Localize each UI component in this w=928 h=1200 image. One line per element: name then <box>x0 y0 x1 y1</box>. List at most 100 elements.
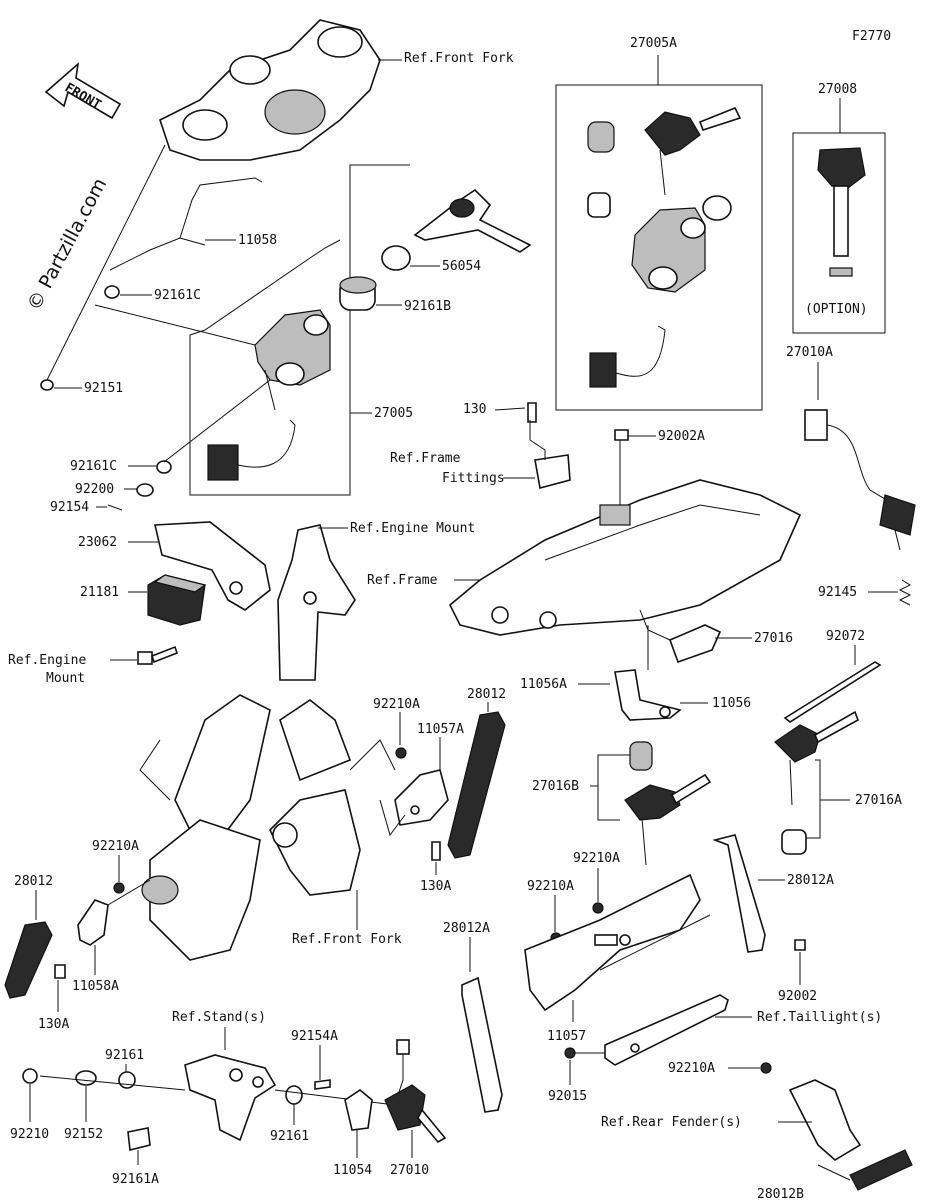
part-27016b <box>624 741 712 866</box>
label-92151: 92151 <box>84 381 123 396</box>
watermark-text: © Partzilla.com <box>23 175 111 315</box>
label-92161a: 92161A <box>112 1172 159 1187</box>
label-ref-engine-mount-left-2: Mount <box>46 671 85 686</box>
label-27005a: 27005A <box>630 36 677 51</box>
label-92200: 92200 <box>75 482 114 497</box>
part-11056 <box>614 669 682 721</box>
part-92161c-top <box>104 285 120 299</box>
part-28012a-left <box>461 976 503 1113</box>
part-92200 <box>136 483 154 497</box>
part-11057a <box>394 769 449 826</box>
part-27005-connector <box>207 419 296 481</box>
label-11058a: 11058A <box>72 979 119 994</box>
part-56054 <box>381 245 411 271</box>
frame-fittings-bracket <box>534 454 571 489</box>
part-27005a-contents <box>587 106 742 388</box>
part-92002a <box>614 429 629 441</box>
label-92210a-d: 92210A <box>668 1061 715 1076</box>
part-130a-mid <box>431 841 441 861</box>
part-130 <box>527 402 537 423</box>
label-11057: 11057 <box>547 1029 586 1044</box>
label-ref-engine-mount: Ref.Engine Mount <box>350 521 475 536</box>
label-11054: 11054 <box>333 1163 372 1178</box>
label-92002: 92002 <box>778 989 817 1004</box>
engine-mount-plate <box>277 524 356 681</box>
label-27016a: 27016A <box>855 793 902 808</box>
part-92151 <box>40 379 54 391</box>
part-92015 <box>564 1047 576 1059</box>
part-28012b <box>849 1149 913 1191</box>
label-92161-b: 92161 <box>270 1129 309 1144</box>
label-27016: 27016 <box>754 631 793 646</box>
label-92154a: 92154A <box>291 1029 338 1044</box>
label-56054: 56054 <box>442 259 481 274</box>
label-11057a: 11057A <box>417 722 464 737</box>
label-11058: 11058 <box>238 233 277 248</box>
side-stand <box>184 1054 277 1142</box>
label-92210a-c: 92210A <box>527 879 574 894</box>
part-27010 <box>384 1039 447 1144</box>
label-92210: 92210 <box>10 1127 49 1142</box>
label-92210a-b: 92210A <box>573 851 620 866</box>
label-28012-left: 28012 <box>14 874 53 889</box>
part-92161-b <box>285 1085 303 1105</box>
upper-triple-clamp <box>159 19 381 161</box>
diagram-id: F2770 <box>852 29 891 44</box>
label-28012-top: 28012 <box>467 687 506 702</box>
label-ref-frame-fittings-1: Ref.Frame <box>390 451 461 466</box>
box-27008 <box>792 132 886 334</box>
part-11058a <box>77 899 109 946</box>
label-ref-front-fork-top: Ref.Front Fork <box>404 51 514 66</box>
label-28012a-left: 28012A <box>443 921 490 936</box>
part-engine-mount-bolt <box>137 645 178 665</box>
part-92161-a <box>118 1071 136 1089</box>
part-92154a <box>314 1079 331 1090</box>
label-130: 130 <box>463 402 486 417</box>
rear-fender <box>788 1079 862 1161</box>
label-92145: 92145 <box>818 585 857 600</box>
option-text: (OPTION) <box>805 302 868 317</box>
part-23062 <box>154 521 271 611</box>
label-27010: 27010 <box>390 1163 429 1178</box>
part-11058 <box>109 177 263 271</box>
label-23062: 23062 <box>78 535 117 550</box>
label-92161c: 92161C <box>70 459 117 474</box>
part-28012-left <box>4 921 53 999</box>
taillight-bracket <box>604 994 729 1066</box>
label-28012a-right: 28012A <box>787 873 834 888</box>
label-92161b: 92161B <box>404 299 451 314</box>
part-92210a-d <box>760 1062 772 1074</box>
part-27008-key <box>817 147 866 277</box>
label-11056a: 11056A <box>520 677 567 692</box>
part-92210a-a <box>395 747 407 759</box>
label-21181: 21181 <box>80 585 119 600</box>
label-ref-rear-fender: Ref.Rear Fender(s) <box>601 1115 742 1130</box>
label-27010a: 27010A <box>786 345 833 360</box>
part-92161c <box>156 460 172 474</box>
part-28012a-right <box>712 834 766 953</box>
part-92072 <box>783 661 882 723</box>
label-92161-a: 92161 <box>105 1048 144 1063</box>
box-27005a <box>555 84 763 411</box>
part-21181 <box>147 574 207 626</box>
label-92072: 92072 <box>826 629 865 644</box>
part-92154 <box>107 504 123 511</box>
part-28012-top <box>447 711 506 859</box>
part-27005-ignition-switch <box>254 309 331 411</box>
part-27010a <box>804 409 916 551</box>
frame <box>449 479 802 636</box>
label-92002a: 92002A <box>658 429 705 444</box>
front-arrow-icon: FRONT <box>44 61 122 120</box>
box-27005 <box>189 164 410 496</box>
front-fork-assembly <box>139 694 361 961</box>
label-ref-frame: Ref.Frame <box>367 573 438 588</box>
label-ref-front-fork-bottom: Ref.Front Fork <box>292 932 402 947</box>
label-ref-frame-fittings-2: Fittings <box>442 471 505 486</box>
part-92145-spring <box>898 579 912 606</box>
part-92002 <box>794 939 806 951</box>
part-11057 <box>524 873 711 1012</box>
part-27016a <box>774 710 859 855</box>
label-92152: 92152 <box>64 1127 103 1142</box>
label-27005: 27005 <box>374 406 413 421</box>
